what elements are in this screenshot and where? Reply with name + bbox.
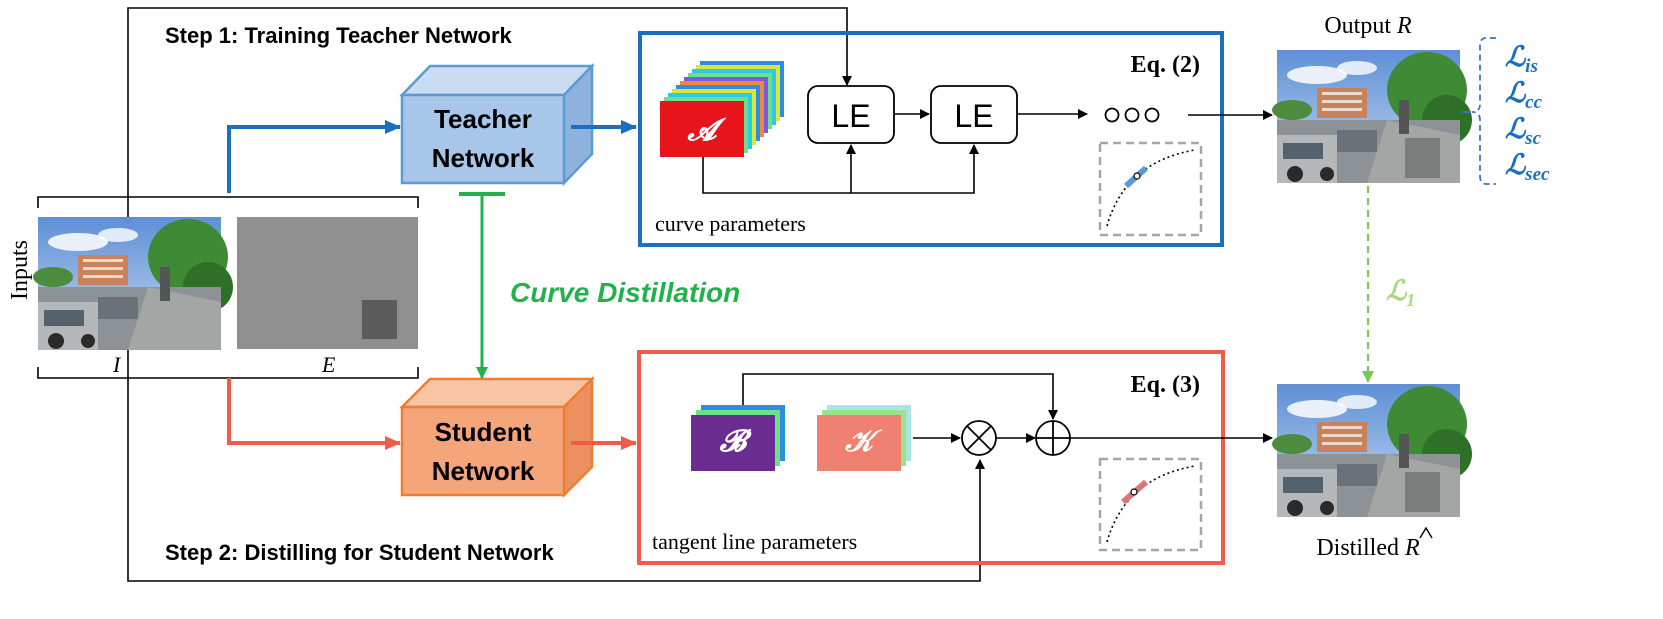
teacher-network-cube [399,62,595,187]
distilled-label-prefix: Distilled [1316,535,1399,561]
teacher-input-arrow [227,120,401,193]
input-image [33,217,233,350]
l1-sub: 1 [1406,290,1415,310]
le-block-2-label: LE [954,98,993,134]
loss-brace [1471,37,1496,185]
curve-parameters-caption: curve parameters [655,211,806,236]
student-processing-box [637,350,1225,565]
le-block-1-label: LE [831,98,870,134]
exposure-map-label: E [321,352,336,377]
student-curve [1106,465,1196,543]
step2-title: Step 2: Distilling for Student Network [165,540,554,565]
exposure-map [237,217,418,349]
loss-is-script: ℒ [1505,42,1527,73]
output-image [1272,50,1472,183]
teacher-equation-label: Eq. (2) [1131,52,1200,78]
student-label-line2: Network [432,456,535,486]
l1-loss-label: ℒ1 [1386,276,1415,310]
student-loop-line [127,350,985,582]
curve-param-feed [702,144,979,194]
output-label-prefix: Output [1324,13,1391,39]
curve-param-stack [660,61,784,157]
b-skip-connection [742,373,1058,420]
distilled-hat [1419,526,1433,539]
loss-sec-script: ℒ [1505,150,1527,181]
student-equation-label: Eq. (3) [1131,372,1200,398]
student-tangent-point [1130,488,1138,496]
loss-cc: ℒcc [1505,78,1543,113]
loss-sec-sub: sec [1524,164,1550,185]
teacher-label-line2: Network [432,143,535,173]
teacher-tangent-point [1133,172,1141,180]
inputs-label: Inputs [7,240,33,300]
loss-is-sub: is [1525,56,1538,77]
l1-script: ℒ [1386,276,1408,307]
tangent-parameters-caption: tangent line parameters [652,529,857,554]
input-image-label: I [112,352,122,377]
loss-cc-sub: cc [1525,92,1542,113]
step1-title: Step 1: Training Teacher Network [165,23,513,48]
loss-is: ℒis [1505,42,1538,77]
output-label-var: R [1396,13,1412,39]
loss-sec: ℒsec [1505,150,1550,185]
inputs-bottom-bracket [37,367,419,379]
teacher-label-line1: Teacher [434,104,532,134]
loss-sc: ℒsc [1505,114,1542,149]
tangent-param-stack-b [691,405,785,471]
loss-sc-script: ℒ [1505,114,1527,145]
teacher-curve [1106,149,1196,227]
repeat-dots [1104,107,1160,123]
teacher-processing-box [638,31,1224,247]
teacher-loop-line [127,7,852,217]
student-input-arrow [227,378,401,450]
tangent-param-stack-k [817,405,911,471]
student-label-line1: Student [435,417,532,447]
inputs-top-bracket [37,196,419,208]
loss-cc-script: ℒ [1505,78,1527,109]
curve-distillation-label: Curve Distillation [510,277,740,308]
distilled-output-image [1272,384,1472,517]
distilled-label-var: R [1404,535,1420,561]
multiply-operator [961,420,997,456]
teacher-curve-inset [1098,141,1203,237]
add-operator [1035,420,1071,456]
student-network-cube [398,375,596,499]
student-curve-inset [1098,457,1203,552]
loss-sc-sub: sc [1524,128,1541,149]
